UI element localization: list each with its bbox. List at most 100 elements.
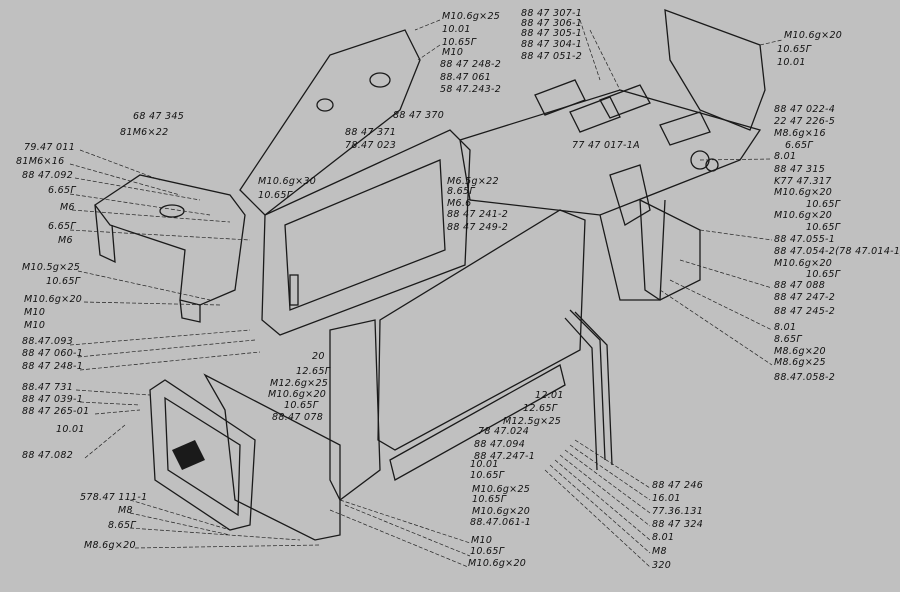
side-panel-lower [329, 209, 586, 501]
part-number-label: 12.65Г [296, 366, 331, 377]
part-number-label: 320 [652, 560, 672, 571]
part-number-label: 10.65Г [472, 494, 507, 505]
part-number-label: 88 47 249-2 [447, 222, 509, 233]
part-number-label: M10 [471, 535, 493, 546]
part-number-label: 88.47 731 [22, 382, 74, 393]
part-number-label: 10.65Г [806, 199, 841, 210]
part-number-label: 10.65Г [470, 470, 505, 481]
part-number-label: M8 [652, 546, 667, 557]
left-cowl-part [94, 174, 246, 323]
part-number-label: 10.65Г [46, 276, 81, 287]
part-number-label: M8.6g×25 [774, 357, 826, 368]
part-number-label: 88 47 246 [652, 480, 704, 491]
part-number-label: 81M6×16 [16, 156, 65, 167]
part-number-label: 6.65Г [48, 221, 76, 232]
part-number-label: 88.47 061 [440, 72, 492, 83]
part-number-label: 88 47 022-4 [774, 104, 836, 115]
part-number-label: 88 47.054-2(78 47.014-1) [774, 246, 900, 257]
part-number-label: 88 47 088 [774, 280, 826, 291]
part-number-label: 8.65Г [774, 334, 802, 345]
part-number-label: 10.65Г [806, 269, 841, 280]
part-number-label: 88 47 306-1 [521, 18, 583, 29]
part-number-label: 77.36.131 [652, 506, 704, 517]
part-number-label: 88 47 305-1 [521, 28, 583, 39]
part-number-label: 88 47 060-1 [22, 348, 84, 359]
part-number-label: 88 47 370 [393, 110, 445, 121]
part-number-label: 88 47 315 [774, 164, 826, 175]
part-number-label: 8.01 [774, 322, 797, 333]
part-number-label: M10.6g×25 [472, 484, 531, 495]
part-number-label: 22 47 226-5 [774, 116, 836, 127]
part-number-label: 20 [312, 351, 325, 362]
part-number-label: 88 47.094 [474, 439, 526, 450]
part-number-label: 88 47 241-2 [447, 209, 509, 220]
right-bracket-assembly [609, 9, 766, 301]
part-number-label: M10.6g×20 [784, 30, 843, 41]
part-number-label: 88 47 248-1 [22, 361, 84, 372]
part-number-label: M8.6g×20 [774, 346, 826, 357]
part-number-label: 88 47 371 [345, 127, 397, 138]
part-number-label: M10.6g×30 [258, 176, 317, 187]
part-number-label: M10.6g×20 [468, 558, 527, 569]
part-number-label: 8.65Г [108, 520, 136, 531]
part-number-label: M10.6g×20 [24, 294, 83, 305]
center-beam [459, 89, 762, 301]
part-number-label: M10 [442, 47, 464, 58]
part-number-label: 578.47 111-1 [80, 492, 148, 503]
part-number-label: M10.6g×25 [442, 11, 501, 22]
part-number-label: 88.47.061-1 [470, 517, 532, 528]
top-frame-rail [239, 29, 421, 216]
part-number-label: 68 47 345 [133, 111, 185, 122]
part-number-label: M8.6g×20 [84, 540, 136, 551]
part-number-label: M12.5g×25 [503, 416, 562, 427]
part-number-label: 88.47.058-2 [774, 372, 836, 383]
part-number-label: M6.6 [447, 198, 472, 209]
part-number-label: M10.6g×20 [774, 187, 833, 198]
part-number-label: 81M6×22 [120, 127, 169, 138]
part-number-label: 10.01 [470, 459, 499, 470]
part-number-label: 6.65Г [48, 185, 76, 196]
part-number-label: M6 [58, 235, 73, 246]
part-number-label: 58 47.243-2 [440, 84, 502, 95]
part-number-label: 10.65Г [442, 37, 477, 48]
part-number-label: M12.6g×25 [270, 378, 329, 389]
part-number-label: 10.65Г [470, 546, 505, 557]
side-panel-upper [261, 129, 471, 336]
door-frame [149, 379, 256, 531]
part-number-label: 12.01 [535, 390, 564, 401]
part-number-label: 88 47 051-2 [521, 51, 583, 62]
part-number-label: 12.65Г [523, 403, 558, 414]
part-number-label: 16.01 [652, 493, 681, 504]
part-number-label: 88 47 245-2 [774, 306, 836, 317]
part-number-label: M10 [24, 307, 46, 318]
part-number-label: M8 [118, 505, 133, 516]
part-number-label: 78 47.024 [478, 426, 530, 437]
part-number-label: M6 [60, 202, 75, 213]
part-number-label: 88 47.092 [22, 170, 74, 181]
part-number-label: M10.6g×20 [774, 258, 833, 269]
part-number-label: 79.47 011 [24, 142, 76, 153]
part-number-label: 88 47 265-01 [22, 406, 90, 417]
part-number-label: M10 [24, 320, 46, 331]
part-number-label: 10.65Г [284, 400, 319, 411]
part-number-label: 78.47 023 [345, 140, 397, 151]
part-number-label: 6.65Г [785, 140, 813, 151]
floor-plates [534, 79, 711, 146]
part-number-label: 88 47 324 [652, 519, 704, 530]
part-number-label: 88 47 307-1 [521, 8, 583, 19]
part-number-label: 88 47.055-1 [774, 234, 836, 245]
part-number-label: 88.47.093 [22, 336, 74, 347]
part-number-label: 88 47.082 [22, 450, 74, 461]
part-number-label: 88 47 248-2 [440, 59, 502, 70]
part-number-label: 10.65Г [258, 190, 293, 201]
part-number-label: 10.01 [442, 24, 471, 35]
part-number-label: 10.65Г [806, 222, 841, 233]
part-number-label: M10.6g×20 [268, 389, 327, 400]
part-number-label: 10.65Г [777, 44, 812, 55]
part-number-label: 88 47 039-1 [22, 394, 84, 405]
leader-lines [69, 19, 783, 568]
part-number-label: 10.01 [56, 424, 85, 435]
part-number-label: 88 47.247-1 [474, 451, 536, 462]
part-number-label: 88 47 247-2 [774, 292, 836, 303]
